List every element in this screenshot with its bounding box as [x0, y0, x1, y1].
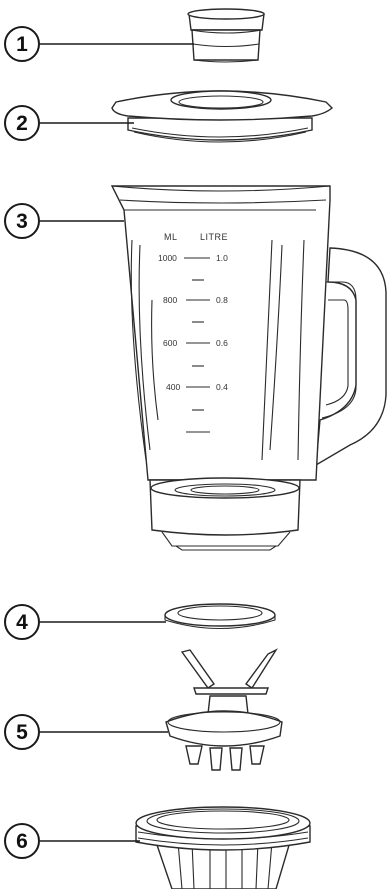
base-ring: [136, 807, 310, 889]
callout-number: 1: [16, 33, 28, 56]
scale-ml-header: ML: [164, 232, 178, 242]
callout-1: 1: [5, 27, 194, 61]
scale-ml-label: 600: [163, 338, 177, 348]
callout-number: 4: [16, 611, 28, 634]
callout-6: 6: [5, 824, 140, 858]
scale-litre-label: 0.4: [216, 382, 228, 392]
callout-4: 4: [5, 605, 166, 639]
scale-ml-label: 800: [163, 295, 177, 305]
jug-lid: [112, 91, 332, 142]
scale-litre-header: LITRE: [200, 232, 228, 242]
measuring-cap: [188, 9, 264, 62]
callout-number: 3: [16, 210, 28, 233]
scale-litre-label: 0.8: [216, 295, 228, 305]
callout-number: 5: [16, 721, 28, 744]
scale-litre-label: 0.6: [216, 338, 228, 348]
callout-number: 2: [16, 112, 28, 135]
sealing-ring: [165, 604, 275, 629]
blade-assembly: [166, 650, 282, 770]
callout-number: 6: [16, 830, 28, 853]
scale-ml-label: 1000: [158, 253, 177, 263]
scale-ml-label: 400: [166, 382, 180, 392]
callout-5: 5: [5, 715, 168, 749]
scale-litre-label: 1.0: [216, 253, 228, 263]
callout-3: 3: [5, 204, 124, 238]
blender-jug: ML LITRE 1000 1.0 800 0.8 600 0.6 400 0.…: [112, 186, 386, 550]
